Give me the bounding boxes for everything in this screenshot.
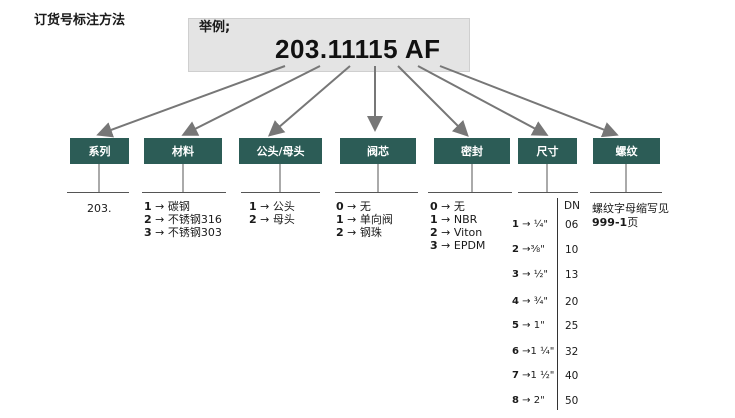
size-dn-1: 06 bbox=[565, 219, 579, 231]
arrow-gender bbox=[267, 65, 351, 137]
list-item: 2 → 不锈钢316 bbox=[144, 213, 222, 226]
arrow-series bbox=[96, 65, 286, 138]
thread-note: 螺纹字母缩写见 999-1页 bbox=[592, 202, 732, 230]
arrow-size bbox=[417, 65, 549, 136]
gender-options: 1 → 公头 2 → 母头 bbox=[249, 200, 295, 226]
category-series: 系列 bbox=[70, 138, 129, 164]
page-title: 订货号标注方法 bbox=[34, 13, 126, 28]
size-underline bbox=[518, 192, 578, 193]
valve-underline bbox=[335, 192, 418, 193]
list-item: 1 → 单向阀 bbox=[336, 213, 393, 226]
list-item: 2 → 母头 bbox=[249, 213, 295, 226]
list-item: 3 → 不锈钢303 bbox=[144, 226, 222, 239]
category-gender: 公头/母头 bbox=[239, 138, 322, 164]
valve-options: 0 → 无 1 → 单向阀 2 → 钢珠 bbox=[336, 200, 393, 239]
list-item: 2 → Viton bbox=[430, 226, 483, 239]
category-size: 尺寸 bbox=[518, 138, 577, 164]
dn-header: DN bbox=[564, 200, 580, 212]
material-options: 1 → 碳钢 2 → 不锈钢316 3 → 不锈钢303 bbox=[144, 200, 222, 239]
example-order-code: 203.11115 AF bbox=[275, 34, 441, 64]
size-dn-8: 50 bbox=[565, 395, 579, 407]
size-row-7: 7 →1 ½" bbox=[512, 370, 555, 381]
size-row-4: 4 → ¾" bbox=[512, 296, 549, 307]
example-label: 举例; bbox=[199, 20, 231, 35]
list-item: 1 → 公头 bbox=[249, 200, 295, 213]
size-dn-2: 10 bbox=[565, 244, 579, 256]
material-underline bbox=[142, 192, 226, 193]
size-row-6: 6 →1 ¼" bbox=[512, 346, 555, 357]
thread-underline bbox=[590, 192, 662, 193]
thread-note-line1: 螺纹字母缩写见 bbox=[592, 202, 669, 215]
category-thread: 螺纹 bbox=[593, 138, 660, 164]
list-item: 2 → 钢珠 bbox=[336, 226, 382, 239]
size-dn-4: 20 bbox=[565, 296, 579, 308]
thread-note-line2: 999-1页 bbox=[592, 216, 639, 229]
example-box bbox=[188, 18, 470, 72]
size-dn-5: 25 bbox=[565, 320, 579, 332]
list-item: 0 → 无 bbox=[336, 200, 371, 213]
series-underline bbox=[67, 192, 129, 193]
size-dn-3: 13 bbox=[565, 269, 579, 281]
seal-options: 0 → 无 1 → NBR 2 → Viton 3 → EPDM bbox=[430, 200, 485, 252]
size-divider bbox=[557, 198, 558, 410]
seal-underline bbox=[428, 192, 512, 193]
list-item: 1 → 碳钢 bbox=[144, 200, 190, 213]
size-row-5: 5 → 1" bbox=[512, 320, 545, 331]
category-material: 材料 bbox=[144, 138, 222, 164]
size-row-2: 2 →⅜" bbox=[512, 244, 545, 255]
size-dn-7: 40 bbox=[565, 370, 579, 382]
size-row-3: 3 → ½" bbox=[512, 269, 549, 280]
size-row-1: 1 → ¼" bbox=[512, 219, 549, 230]
size-dn-6: 32 bbox=[565, 346, 579, 358]
series-value: 203. bbox=[87, 202, 112, 215]
size-row-8: 8 → 2" bbox=[512, 395, 545, 406]
gender-underline bbox=[241, 192, 320, 193]
list-item: 0 → 无 bbox=[430, 200, 465, 213]
category-valve: 阀芯 bbox=[340, 138, 416, 164]
category-seal: 密封 bbox=[434, 138, 510, 164]
arrow-thread bbox=[439, 65, 619, 138]
list-item: 1 → NBR bbox=[430, 213, 478, 226]
arrow-seal bbox=[397, 65, 469, 137]
list-item: 3 → EPDM bbox=[430, 239, 486, 252]
arrow-material bbox=[181, 65, 321, 136]
